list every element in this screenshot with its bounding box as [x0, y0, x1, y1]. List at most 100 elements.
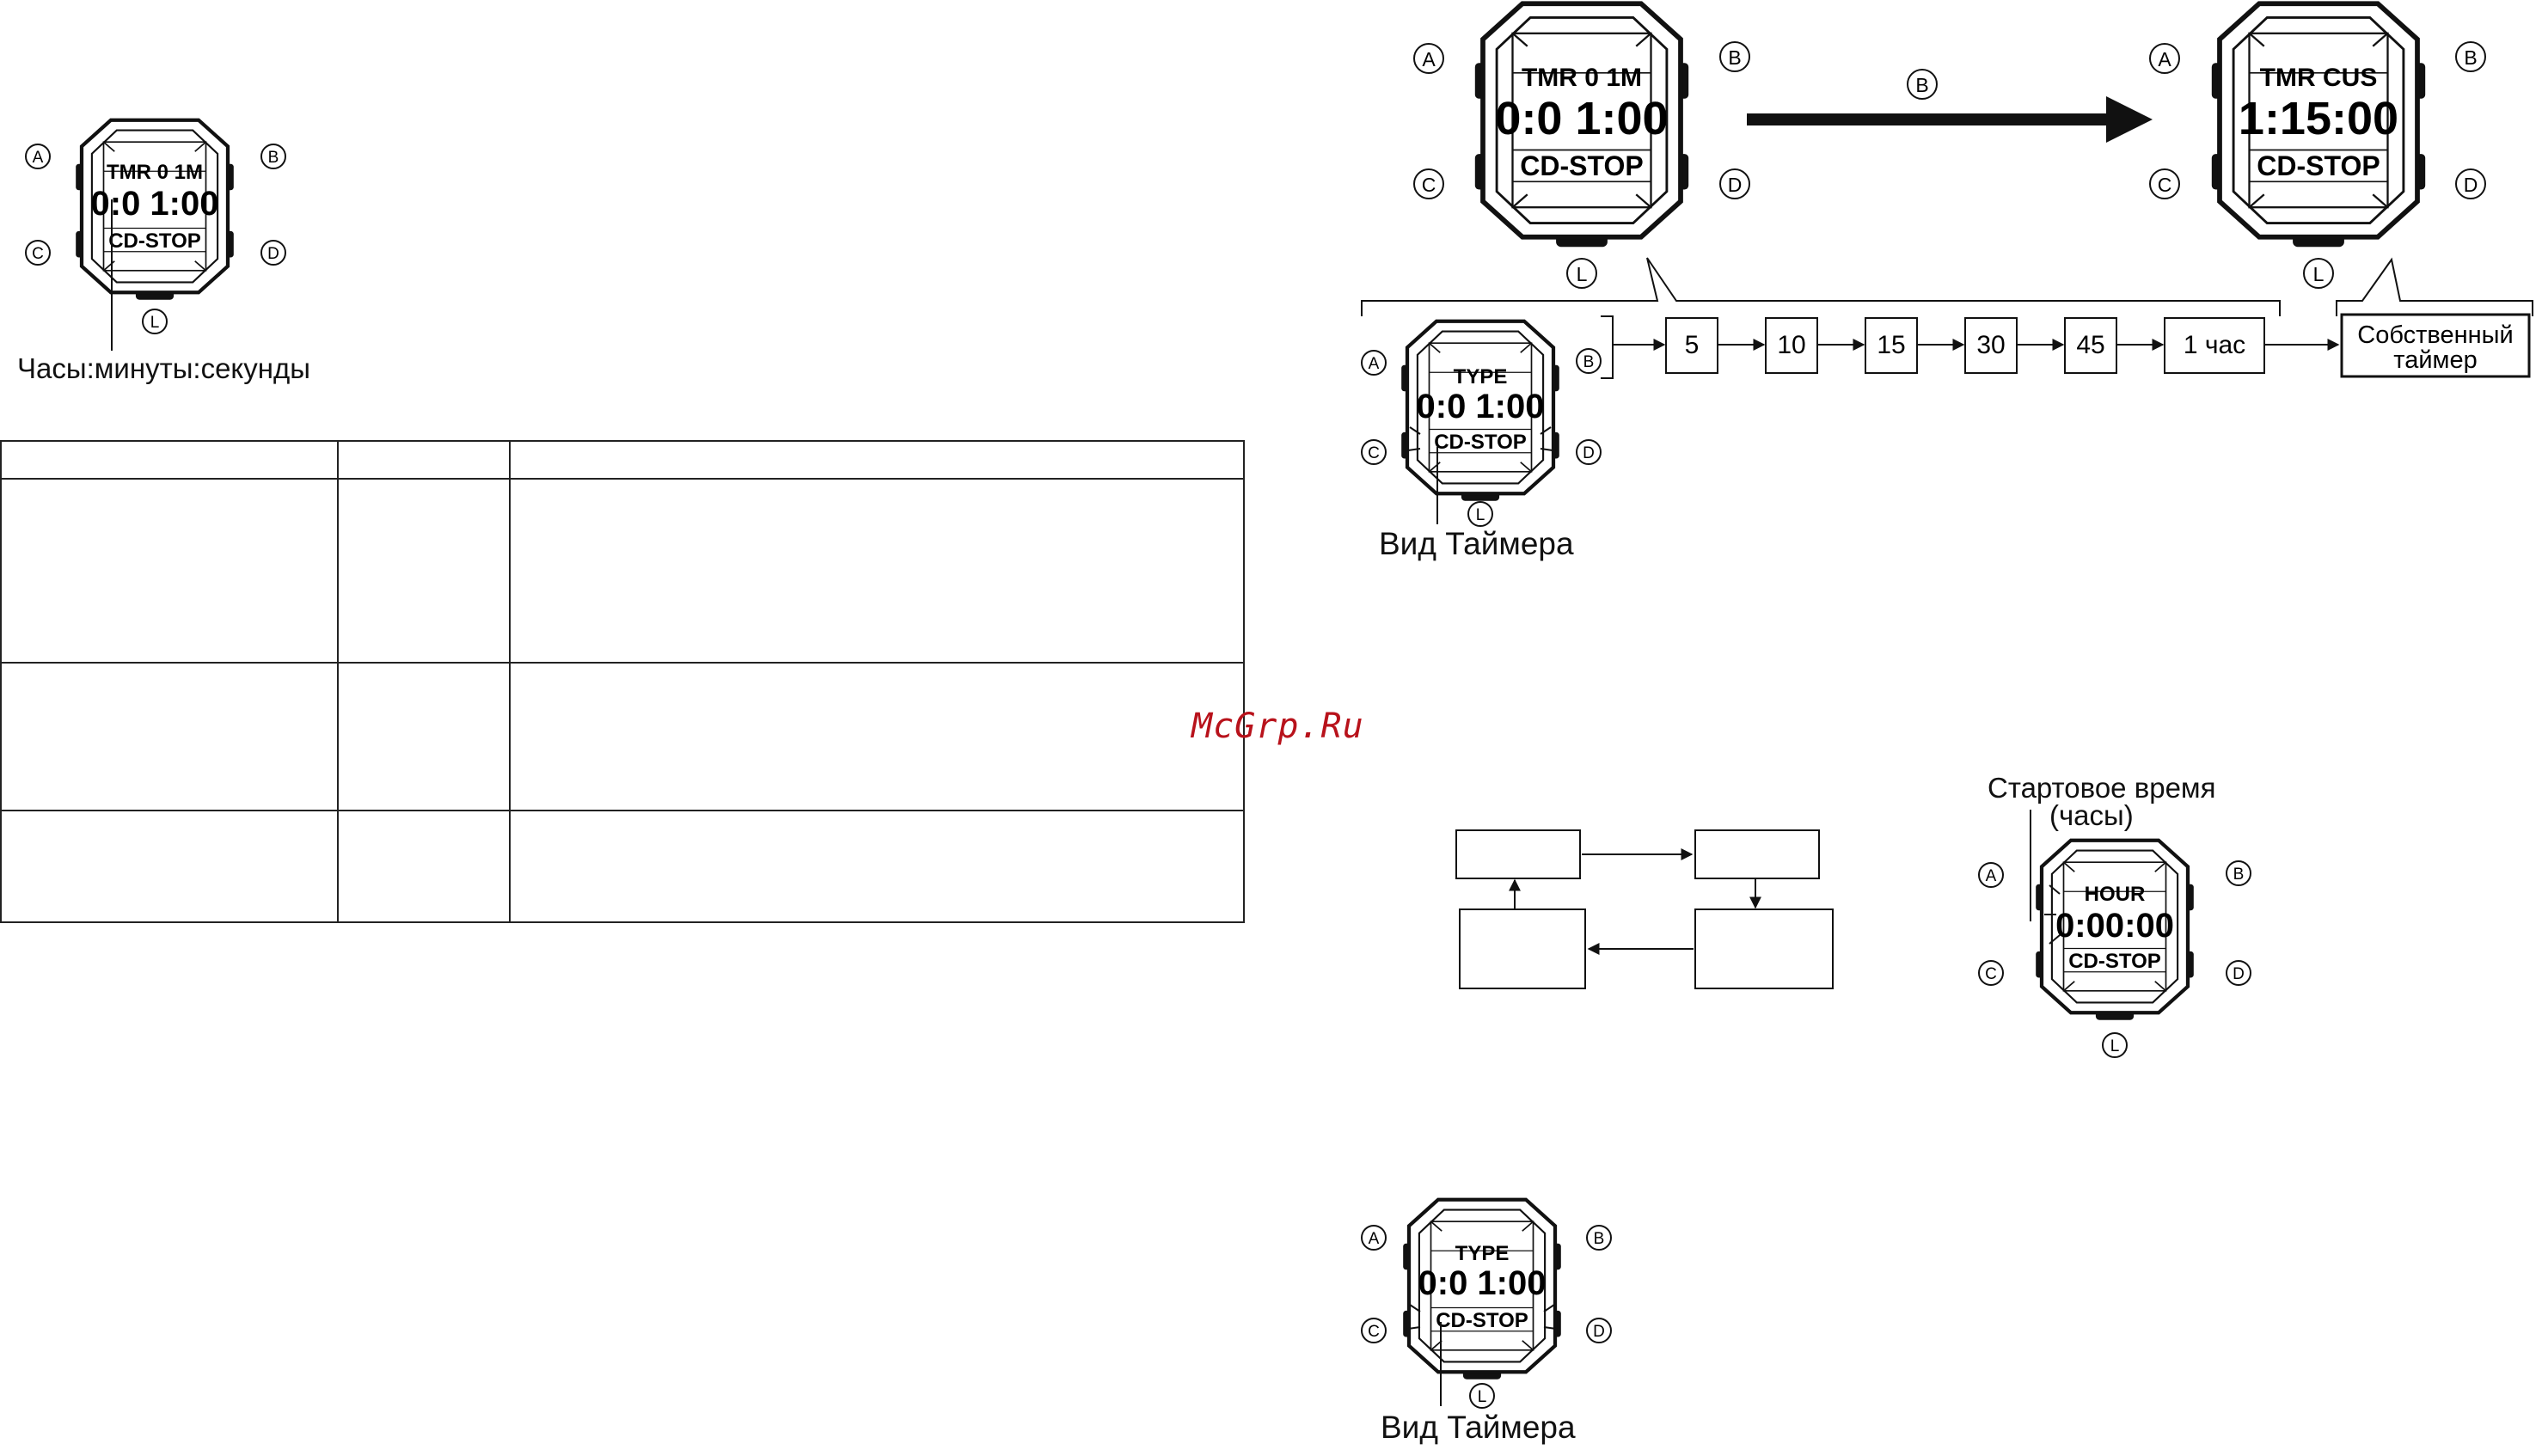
sequence-brace — [1361, 257, 2281, 316]
svg-text:5: 5 — [1685, 331, 1700, 359]
watermark: McGrp.Ru — [1191, 707, 1364, 746]
table-row — [0, 478, 1245, 664]
button-l-marker: L — [2102, 1032, 2128, 1058]
svg-text:C: C — [1985, 965, 1997, 983]
svg-text:30: 30 — [1976, 331, 2005, 359]
svg-text:L: L — [1577, 263, 1588, 285]
svg-text:A: A — [33, 149, 44, 167]
watch-4: TYPE 0:0 1:00 CD-STOP A B C D L — [1361, 321, 1602, 527]
hms-caption: Часы:минуты:секунды — [17, 352, 310, 384]
watch-5: HOUR 0:00:00 CD-STOP A B C D L — [1978, 810, 2251, 1058]
svg-text:B: B — [268, 149, 279, 167]
button-c-marker: C — [1361, 1318, 1387, 1343]
sequence-item-10: 10 — [1765, 317, 1818, 374]
svg-text:таймер: таймер — [2393, 346, 2477, 374]
button-b-marker: B — [1719, 41, 1750, 72]
flow-box-1 — [1455, 829, 1581, 879]
flow-box-2 — [1694, 829, 1820, 879]
button-b-marker: B — [1576, 348, 1602, 374]
svg-text:D: D — [1593, 1323, 1605, 1341]
button-b-marker: B — [1586, 1225, 1612, 1251]
svg-text:A: A — [1422, 48, 1436, 70]
button-c-marker: C — [1413, 168, 1444, 199]
svg-text:L: L — [150, 314, 160, 332]
svg-text:C: C — [2158, 174, 2172, 196]
start-time-unit: (часы) — [2049, 799, 2134, 831]
watch-1: TMR 0 1M 0:0 1:00 CD-STOP A B C D L — [25, 120, 286, 351]
flow-box-4 — [1459, 908, 1586, 989]
sequence-item-1-hour: 1 час — [2164, 317, 2265, 374]
svg-text:B: B — [1594, 1230, 1605, 1248]
svg-text:45: 45 — [2076, 331, 2104, 359]
svg-text:TMR CUS: TMR CUS — [2260, 64, 2378, 92]
svg-text:D: D — [1583, 444, 1595, 462]
watch-1-main: 0:0 1:00 — [91, 185, 219, 223]
button-l-marker: L — [2303, 258, 2334, 289]
svg-text:D: D — [267, 245, 279, 263]
svg-text:TYPE: TYPE — [1454, 365, 1508, 388]
svg-text:A: A — [1369, 355, 1380, 373]
svg-text:A: A — [1369, 1230, 1380, 1248]
timer-view-caption: Вид Таймера — [1379, 526, 1574, 561]
svg-text:B: B — [1583, 353, 1595, 371]
button-a-marker: A — [25, 144, 51, 169]
sequence-item-30: 30 — [1964, 317, 2018, 374]
button-b-marker: B — [2455, 41, 2486, 72]
start-time-caption: Стартовое время — [1988, 772, 2216, 804]
button-a-marker: A — [1361, 1225, 1387, 1251]
svg-text:D: D — [1728, 174, 1743, 196]
watch-6: TYPE 0:0 1:00 CD-STOP A B C D L — [1361, 1200, 1612, 1409]
button-c-marker: C — [1978, 960, 2004, 986]
button-d-marker: D — [1576, 439, 1602, 465]
svg-text:D: D — [2233, 965, 2245, 983]
svg-text:1 час: 1 час — [2184, 331, 2245, 359]
svg-text:CD-STOP: CD-STOP — [2257, 150, 2380, 181]
button-b-marker: B — [260, 144, 286, 169]
svg-text:L: L — [2110, 1037, 2120, 1055]
button-d-marker: D — [1586, 1318, 1612, 1343]
button-b-marker: B — [2226, 860, 2251, 886]
svg-text:B: B — [2464, 46, 2477, 69]
svg-text:0:00:00: 0:00:00 — [2055, 907, 2174, 945]
svg-text:CD-STOP: CD-STOP — [1434, 431, 1527, 454]
svg-text:D: D — [2464, 174, 2478, 196]
sequence-item-15: 15 — [1865, 317, 1918, 374]
button-c-marker: C — [25, 240, 51, 266]
svg-text:B: B — [1728, 46, 1741, 69]
sequence-item-45: 45 — [2064, 317, 2117, 374]
svg-text:CD-STOP: CD-STOP — [1436, 1309, 1528, 1332]
timer-view-caption-2: Вид Таймера — [1381, 1410, 1576, 1445]
button-d-marker: D — [2455, 168, 2486, 199]
button-l-marker: L — [1467, 501, 1493, 527]
button-c-marker: C — [1361, 439, 1387, 465]
sequence-start-bracket — [1601, 315, 1614, 379]
button-a-marker: A — [1978, 862, 2004, 888]
flash-marks — [2044, 884, 2061, 945]
svg-text:A: A — [2158, 48, 2171, 70]
svg-text:0:0 1:00: 0:0 1:00 — [1418, 1264, 1547, 1302]
svg-text:CD-STOP: CD-STOP — [1520, 150, 1643, 181]
press-b-arrow: B — [1747, 69, 2153, 143]
svg-text:0:0 1:00: 0:0 1:00 — [1495, 93, 1668, 144]
svg-text:C: C — [1422, 174, 1436, 196]
button-l-marker: L — [1566, 258, 1597, 289]
arrow-label: B — [1915, 74, 1928, 96]
settings-table — [0, 440, 1245, 923]
watch-1-bottom: CD-STOP — [108, 229, 201, 253]
button-c-marker: C — [2149, 168, 2180, 199]
sequence-item-5: 5 — [1665, 317, 1718, 374]
button-d-marker: D — [260, 240, 286, 266]
flow-box-3 — [1694, 908, 1834, 989]
svg-text:15: 15 — [1877, 331, 1905, 359]
button-d-marker: D — [2226, 960, 2251, 986]
button-l-marker: L — [1469, 1383, 1495, 1409]
table-row — [0, 662, 1245, 811]
svg-text:0:0 1:00: 0:0 1:00 — [1417, 388, 1545, 425]
button-l-marker: L — [142, 309, 168, 334]
svg-text:Собственный: Собственный — [2357, 321, 2513, 349]
svg-text:A: A — [1986, 867, 1997, 885]
mode-flow-diagram — [1455, 829, 1834, 989]
svg-text:L: L — [1476, 506, 1485, 524]
svg-text:TMR 0 1M: TMR 0 1M — [1522, 64, 1642, 92]
watch-2: TMR 0 1M 0:0 1:00 CD-STOP A B C D L — [1413, 3, 1750, 289]
